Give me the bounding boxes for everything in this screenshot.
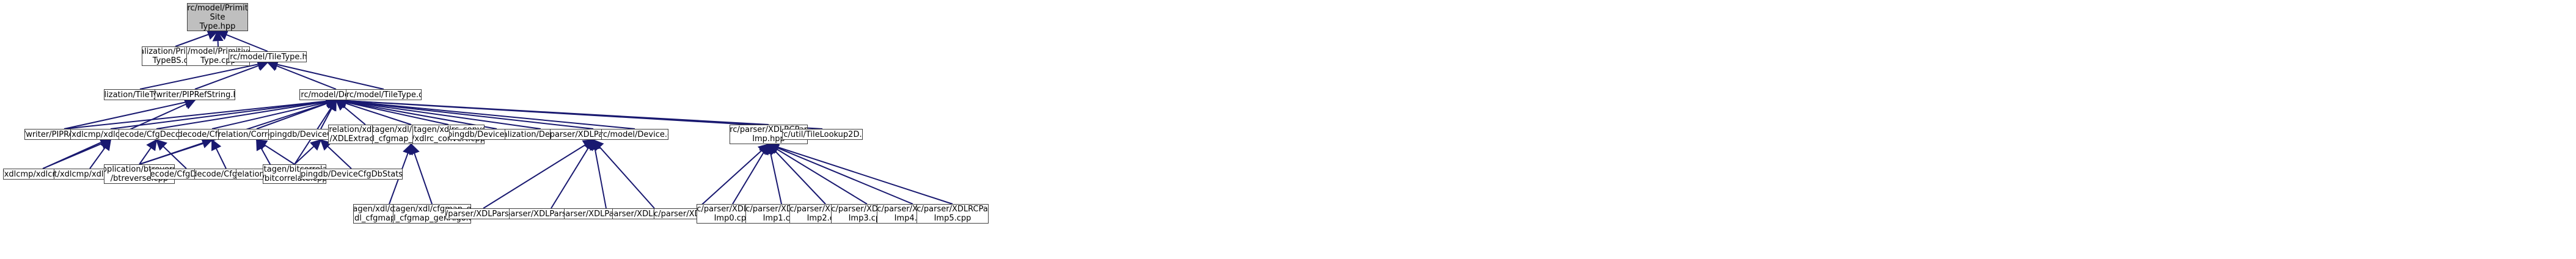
- edge-btreverse-to-cfgprint_hpp: [139, 137, 213, 165]
- edge-xdlrc_convert-to-device_hpp: [335, 97, 449, 125]
- edge-xdlrcimp4-to-xdlrcparserimp_hpp: [767, 142, 913, 205]
- edge-btcorrelate-to-devcfgstats_hpp: [294, 139, 322, 165]
- edge-device_hpp-to-tiletype_hpp: [266, 60, 337, 90]
- edge-cfgdecoder_hpp-to-device_hpp: [156, 96, 337, 130]
- edge-pipref_cpp-to-pipref_hpp: [64, 97, 196, 130]
- node-tiletype-cpp[interactable]: xdlrc/model/TileType.cpp: [346, 89, 422, 100]
- edge-xdlparserimp2-to-xdlparserimp_hpp: [592, 139, 655, 209]
- edge-tilelookup-to-device_hpp: [335, 95, 823, 130]
- edge-xdlrcimp1-to-xdlrcparserimp_hpp: [765, 143, 782, 205]
- edge-xdlrcimp2-to-xdlrcparserimp_hpp: [767, 143, 826, 205]
- edge-btreverse-to-cfgdecoder_hpp: [139, 139, 158, 165]
- edge-genalgo_hpp-to-device_hpp: [335, 98, 412, 125]
- edge-devcfgstats_cpp-to-devcfgstats_hpp: [320, 139, 352, 169]
- node-cfgdecoder-hpp[interactable]: cfgdecode/CfgDecoder.hpp: [119, 129, 194, 140]
- edge-xdlparserimp0-to-xdlparserimp_hpp: [551, 139, 594, 209]
- edge-xdlrcimp3-to-xdlrcparserimp_hpp: [767, 144, 868, 205]
- edge-tiletype_hpp-to-root: [216, 29, 268, 52]
- edge-cfgdecoder_cpp-to-cfgdecoder_hpp: [155, 139, 187, 169]
- edge-xdlrcimp5-to-xdlrcparserimp_hpp: [767, 142, 953, 205]
- node-xdlparser-cpp[interactable]: xdl/parser/XDLParser.cpp: [445, 208, 521, 219]
- edge-cmpalgo_cpp-to-cmpalgo_hpp: [42, 139, 112, 169]
- edge-cfgprint_hpp-to-device_hpp: [211, 97, 337, 130]
- root-node: xdlrc/model/Primitive Site Type.hpp: [187, 3, 248, 31]
- node-pipref-hpp[interactable]: xdl/writer/PIPRefString.hpp: [155, 89, 235, 100]
- edge-devfiller-to-device_hpp: [335, 96, 497, 130]
- edge-cmpalgo_hpp-to-device_hpp: [110, 96, 337, 130]
- edge-xdlparserimp1-to-xdlparserimp_hpp: [590, 139, 607, 209]
- edge-ser_tt-to-tiletype_hpp: [139, 59, 269, 90]
- edge-xdlrcimp0-to-xdlrcparserimp_hpp: [732, 143, 769, 205]
- node-tiletype-hpp[interactable]: xdlrc/model/TileType.hpp: [229, 51, 307, 62]
- node-tilelookup2d-cpp[interactable]: xdlrc/util/TileLookup2D.cpp: [782, 129, 863, 140]
- edge-pipref_cpp-to-device_hpp: [64, 95, 337, 130]
- edge-xdlrcparser_cpp-to-xdlrcparserimp_hpp: [697, 143, 770, 209]
- edge-device_cpp-to-device_hpp: [335, 95, 635, 130]
- node-device-cpp[interactable]: xdlrc/model/Device.cpp: [601, 129, 668, 140]
- edge-ser_dev-to-device_hpp: [335, 96, 541, 130]
- edge-cfgprint_cpp-to-cfgprint_hpp: [211, 139, 227, 169]
- edge-btcorrelate-to-correlator_hpp: [255, 139, 295, 165]
- edge-xdlparser_cpp-to-xdlparserimp_hpp: [483, 139, 595, 209]
- edge-ser_pst-to-root: [175, 29, 219, 47]
- edge-tiletype_cpp-to-tiletype_hpp: [266, 59, 384, 90]
- edge-xdlcmp_cpp-to-cmpalgo_hpp: [89, 139, 112, 169]
- edge-genalgo_cpp-to-genalgo_hpp: [409, 143, 433, 205]
- edge-pipref_hpp-to-tiletype_hpp: [194, 60, 269, 90]
- edge-xdlparserimp_hpp-to-device_hpp: [335, 95, 594, 130]
- node-devicecfgdbstats-cpp[interactable]: mappingdb/DeviceCfgDbStats.cpp: [300, 169, 403, 180]
- node-xdlrcparserimp5-cpp[interactable]: xdlrc/parser/XDLRCParser Imp5.cpp: [917, 204, 989, 224]
